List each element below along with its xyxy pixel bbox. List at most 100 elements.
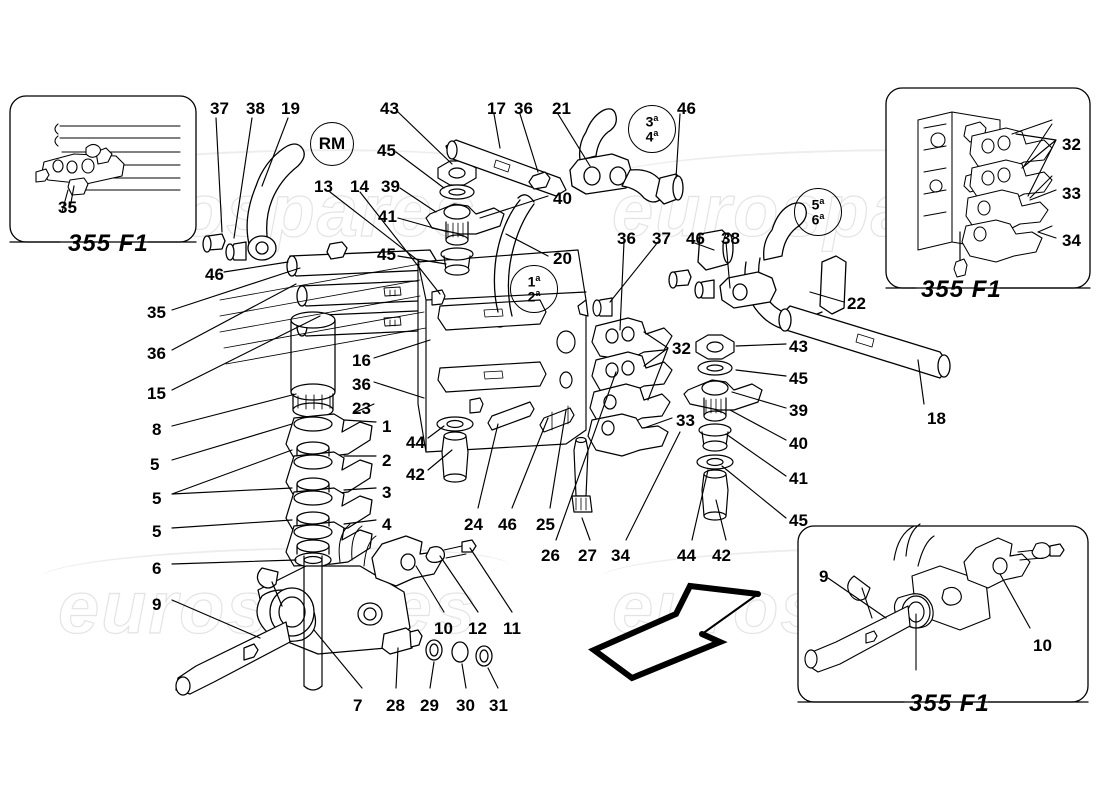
gear-top-1: 1a	[527, 272, 541, 290]
callout-number-15: 15	[147, 384, 166, 403]
callout-number-33: 33	[676, 411, 695, 430]
gear-indicator-5-6: 5a 6a	[794, 188, 842, 236]
rail-hatching	[219, 263, 427, 365]
callout-number-1: 1	[382, 417, 392, 436]
callout-number-36: 36	[352, 375, 371, 394]
callout-number-21: 21	[552, 99, 571, 118]
callout-number-36: 36	[617, 229, 636, 248]
callout-number-36: 36	[147, 344, 166, 363]
callout-number-17: 17	[487, 99, 506, 118]
callout-number-3: 3	[382, 483, 392, 502]
callout-number-44: 44	[677, 546, 696, 565]
callout-number-43: 43	[380, 99, 399, 118]
callout-number-46: 46	[205, 265, 224, 284]
callout-number-11: 11	[503, 619, 521, 638]
gear-top-5: 5a	[811, 195, 825, 213]
callout-number-13: 13	[314, 177, 333, 196]
callout-number-8: 8	[152, 420, 162, 439]
callout-number-6: 6	[152, 559, 162, 578]
callout-number-20: 20	[553, 249, 572, 268]
callout-number-7: 7	[353, 696, 363, 715]
part-36-pin	[528, 171, 551, 190]
inset-top-right-content	[917, 111, 1053, 278]
callout-number-38: 38	[246, 99, 265, 118]
gear-indicator-1-2: 1a 2a	[510, 265, 558, 313]
callout-number-32: 32	[672, 339, 691, 358]
inset-bottom-right-content	[804, 523, 1065, 673]
callout-number-30: 30	[456, 696, 475, 715]
callout-number-22: 22	[847, 294, 866, 313]
callout-number-41: 41	[789, 469, 808, 488]
callout-number-33: 33	[1062, 184, 1081, 203]
callout-number-2: 2	[382, 451, 392, 470]
callout-number-14: 14	[350, 177, 369, 196]
callout-number-34: 34	[1062, 231, 1081, 250]
inset-label-top-right: 355 F1	[921, 276, 1002, 303]
callout-number-16: 16	[352, 351, 371, 370]
callout-number-29: 29	[420, 696, 439, 715]
fork-cluster-32-33-34	[587, 317, 673, 457]
callout-number-39: 39	[381, 177, 400, 196]
callout-number-46: 46	[677, 99, 696, 118]
callout-number-28: 28	[386, 696, 405, 715]
callout-number-23: 23	[352, 399, 371, 418]
callout-number-46: 46	[686, 229, 705, 248]
callout-number-42: 42	[406, 465, 425, 484]
callout-number-40: 40	[789, 434, 808, 453]
callout-number-19: 19	[281, 99, 300, 118]
callout-number-10: 10	[1033, 636, 1052, 655]
pivot-stack-left	[425, 160, 505, 276]
callout-number-5: 5	[152, 489, 162, 508]
callout-number-39: 39	[789, 401, 808, 420]
inset-top-left-content	[35, 123, 181, 213]
pivot-stack-right	[683, 334, 763, 521]
callout-number-45: 45	[377, 141, 396, 160]
callout-number-9: 9	[819, 567, 829, 586]
callout-number-37: 37	[652, 229, 671, 248]
callout-number-10: 10	[434, 619, 453, 638]
gear-indicator-rm: RM	[310, 122, 354, 166]
gear-bottom-6: 6a	[811, 211, 825, 228]
callout-number-4: 4	[382, 515, 392, 534]
callout-number-35: 35	[147, 303, 166, 322]
callout-number-9: 9	[152, 595, 162, 614]
gear-bottom-4: 4a	[645, 128, 659, 145]
vertical-selector-column	[285, 311, 373, 568]
callout-number-38: 38	[721, 229, 740, 248]
callout-number-45: 45	[789, 511, 808, 530]
gear-indicator-3-4: 3a 4a	[628, 105, 676, 153]
callout-number-37: 37	[210, 99, 229, 118]
callout-number-24: 24	[464, 515, 483, 534]
callout-number-40: 40	[553, 189, 572, 208]
gear-bottom-2: 2a	[527, 288, 541, 305]
callout-number-32: 32	[1062, 135, 1081, 154]
direction-arrow	[588, 582, 761, 682]
fork-21	[569, 108, 684, 205]
gear-top-3: 3a	[645, 112, 659, 130]
callout-number-12: 12	[468, 619, 487, 638]
callout-number-45: 45	[789, 369, 808, 388]
callout-number-25: 25	[536, 515, 555, 534]
gear-label-rm: RM	[318, 134, 346, 153]
callout-number-36: 36	[514, 99, 533, 118]
callout-number-46: 46	[498, 515, 517, 534]
callout-number-31: 31	[489, 696, 508, 715]
callout-number-34: 34	[611, 546, 630, 565]
callout-number-45: 45	[377, 245, 396, 264]
callout-number-43: 43	[789, 337, 808, 356]
fork-20-arc	[493, 194, 535, 317]
callout-number-27: 27	[578, 546, 597, 565]
inset-label-bottom-right: 355 F1	[909, 690, 990, 717]
callout-number-26: 26	[541, 546, 560, 565]
callout-number-42: 42	[712, 546, 731, 565]
lever-19	[202, 143, 305, 261]
small-stack-44-42	[436, 416, 474, 483]
callout-number-18: 18	[927, 409, 946, 428]
callout-number-41: 41	[378, 207, 397, 226]
callout-number-5: 5	[152, 522, 162, 541]
shaft-18	[778, 305, 951, 379]
callout-number-35: 35	[58, 198, 77, 217]
callout-number-5: 5	[150, 455, 160, 474]
inset-label-top-left: 355 F1	[68, 230, 149, 257]
